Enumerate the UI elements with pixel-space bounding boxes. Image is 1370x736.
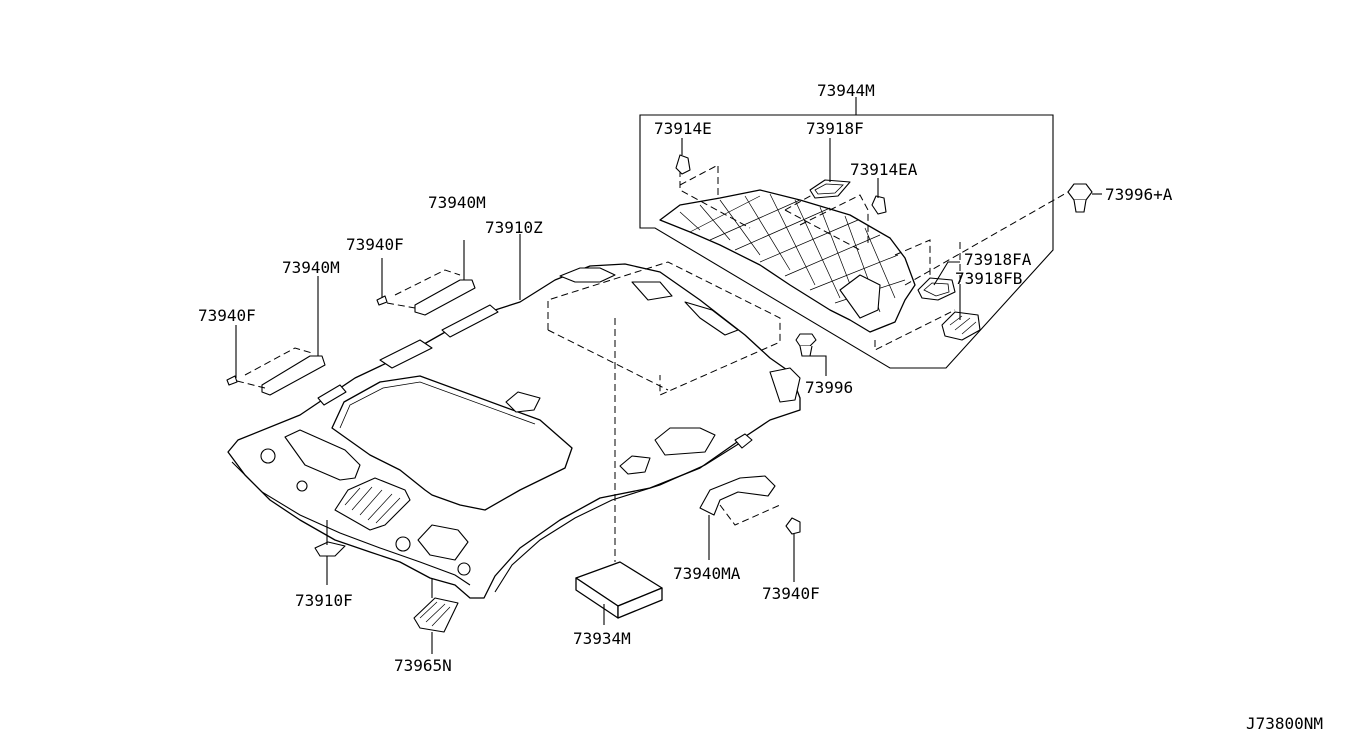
label-73940F-upper: 73940F: [346, 235, 404, 254]
label-73940M-left: 73940M: [282, 258, 340, 277]
label-73910Z: 73910Z: [485, 218, 543, 237]
label-73965N: 73965N: [394, 656, 452, 675]
rear-parcel-shelf[interactable]: [659, 189, 916, 333]
cover-73918F[interactable]: [809, 179, 851, 199]
label-73910F: 73910F: [295, 591, 353, 610]
diagram-code: J73800NM: [1246, 714, 1323, 733]
label-73918F: 73918F: [806, 119, 864, 138]
assist-grip-73940M-left[interactable]: [261, 355, 326, 396]
label-73940M-upper: 73940M: [428, 193, 486, 212]
part-labels: 73944M 73914E 73918F 73914EA 73996+A 739…: [198, 81, 1323, 733]
label-73918FB: 73918FB: [955, 269, 1022, 288]
pad-73934M[interactable]: [575, 561, 663, 619]
leader-lines: [235, 97, 1102, 654]
headlining-panel-73910Z[interactable]: [227, 263, 801, 599]
pad-73910F[interactable]: [314, 541, 346, 557]
label-73918FA: 73918FA: [964, 250, 1032, 269]
label-73934M: 73934M: [573, 629, 631, 648]
clip-73996-plus-A[interactable]: [1067, 183, 1093, 213]
cover-73918FA[interactable]: [917, 277, 956, 301]
shelf-assembly-guides: [679, 148, 1076, 351]
assist-grip-73940M-right[interactable]: [414, 279, 476, 316]
grip-cap-73940F-right[interactable]: [785, 517, 801, 535]
label-73914EA: 73914EA: [850, 160, 918, 179]
parcel-shelf-frame: [639, 114, 1054, 369]
grip-cap-73940F-left[interactable]: [226, 375, 238, 386]
clip-73914E[interactable]: [675, 142, 691, 175]
label-73940F-right: 73940F: [762, 584, 820, 603]
assist-grip-73940MA[interactable]: [699, 475, 776, 516]
label-73996: 73996: [805, 378, 853, 397]
label-73914E: 73914E: [654, 119, 712, 138]
grip-dash-guides: [236, 269, 461, 389]
label-73940MA: 73940MA: [673, 564, 741, 583]
lower-dash-guides: [547, 261, 781, 562]
label-73940F-left: 73940F: [198, 306, 256, 325]
label-73996-plus-A: 73996+A: [1105, 185, 1173, 204]
label-73944M: 73944M: [817, 81, 875, 100]
clip-73996[interactable]: [795, 333, 817, 357]
lamp-bracket-73965N[interactable]: [413, 597, 459, 633]
cover-73918FB[interactable]: [941, 311, 981, 341]
clip-73914EA[interactable]: [871, 195, 887, 215]
